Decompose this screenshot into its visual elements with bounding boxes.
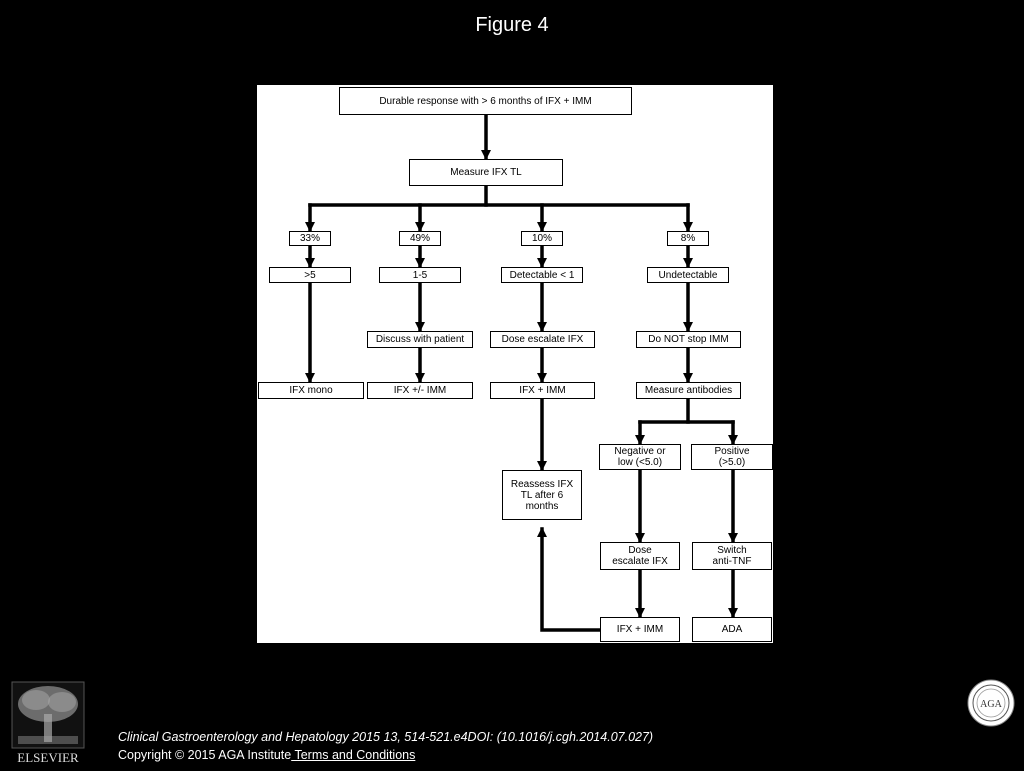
node-reassess: Reassess IFX TL after 6 months	[502, 470, 582, 520]
svg-text:AGA: AGA	[980, 699, 1002, 710]
node-1-5: 1-5	[379, 267, 461, 283]
copyright-text: Copyright © 2015 AGA Institute	[118, 748, 292, 762]
flowchart-panel: Durable response with > 6 months of IFX …	[257, 85, 773, 643]
node-pct-33: 33%	[289, 231, 331, 246]
node-ifx-imm-2: IFX + IMM	[600, 617, 680, 642]
node-ada: ADA	[692, 617, 772, 642]
node-do-not-stop: Do NOT stop IMM	[636, 331, 741, 348]
copyright-line: Copyright © 2015 AGA Institute Terms and…	[118, 748, 415, 762]
node-gt5: >5	[269, 267, 351, 283]
node-dose-escalate: Dose escalate IFX	[490, 331, 595, 348]
citation-text: Clinical Gastroenterology and Hepatology…	[118, 730, 654, 744]
aga-seal: AGA	[966, 678, 1016, 728]
connector-layer	[305, 113, 738, 632]
figure-title: Figure 4	[475, 14, 549, 36]
node-pct-49: 49%	[399, 231, 441, 246]
node-negative-low: Negative or low (<5.0)	[599, 444, 681, 470]
node-switch-anti-tnf: Switch anti-TNF	[692, 542, 772, 570]
elsevier-logo: ELSEVIER	[8, 680, 88, 766]
node-durable-response: Durable response with > 6 months of IFX …	[339, 87, 632, 115]
svg-text:ELSEVIER: ELSEVIER	[17, 750, 79, 765]
node-measure-ifx-tl: Measure IFX TL	[409, 159, 563, 186]
node-ifx-pm-imm: IFX +/- IMM	[367, 382, 473, 399]
node-discuss: Discuss with patient	[367, 331, 473, 348]
node-undetectable: Undetectable	[647, 267, 729, 283]
node-positive: Positive (>5.0)	[691, 444, 773, 470]
node-pct-8: 8%	[667, 231, 709, 246]
node-dose-escalate-2: Dose escalate IFX	[600, 542, 680, 570]
arrow-ifximm2-back-to-reassess	[537, 527, 603, 632]
node-ifx-imm-1: IFX + IMM	[490, 382, 595, 399]
terms-link[interactable]: Terms and Conditions	[291, 748, 416, 762]
node-detectable: Detectable < 1	[501, 267, 583, 283]
node-pct-10: 10%	[521, 231, 563, 246]
node-ifx-mono: IFX mono	[258, 382, 364, 399]
node-measure-antibodies: Measure antibodies	[636, 382, 741, 399]
